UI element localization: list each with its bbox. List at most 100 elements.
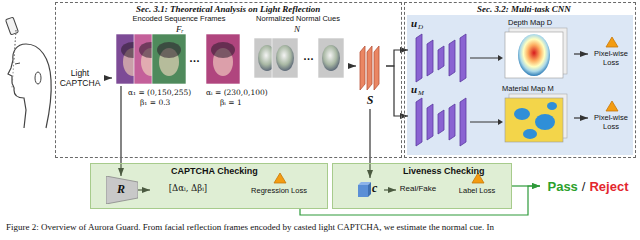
symbol-label: N <box>294 24 300 34</box>
node-text: Pixel-wise Loss <box>588 49 634 67</box>
loss-node: Label Loss <box>446 172 510 208</box>
node-text: Light CAPTCHA <box>58 68 102 88</box>
node-text: Real/Fake <box>396 184 440 193</box>
normal-map <box>318 38 344 78</box>
classifier-front <box>358 185 368 197</box>
material-branch: Material Map M <box>408 84 574 148</box>
connector <box>574 53 588 54</box>
node-text: [Δαᵢ, Δβᵢ] <box>150 183 226 193</box>
phone <box>6 17 19 35</box>
node-art <box>356 178 384 202</box>
connector <box>350 65 356 66</box>
network-slab <box>438 110 444 134</box>
loss-node: Pixel-wise Loss <box>588 100 636 140</box>
ellipsis: … <box>303 50 314 62</box>
depth-map <box>505 32 563 78</box>
normal-face <box>276 45 294 71</box>
node-text: Encoded Sequence Frames <box>112 14 246 23</box>
head-outline <box>8 44 51 128</box>
material-blob <box>547 102 557 110</box>
feature-slab <box>360 46 365 90</box>
parameter-label: β₁ = 0.3 <box>140 98 170 107</box>
hair <box>157 42 181 58</box>
output-line <box>470 122 498 123</box>
depth-branch: Depth Map D <box>408 18 574 82</box>
loss-triangle <box>472 173 484 183</box>
node-text: Depth Map D <box>508 18 552 27</box>
depth-face <box>518 34 550 76</box>
frame <box>206 34 240 84</box>
network-slab <box>416 98 422 146</box>
check-box: CAPTCHA CheckingR [Δαᵢ, Δβᵢ] Regression Lo… <box>90 163 328 209</box>
node-text: Label Loss <box>446 186 508 195</box>
network-slab <box>460 34 466 82</box>
output-head <box>498 119 503 125</box>
symbol-label: u <box>411 17 417 29</box>
parameter-label: βᵢ = 1 <box>220 98 242 107</box>
node-text: / <box>582 179 586 194</box>
node-text: Sec. 3.1: Theoretical Analysis on Light … <box>136 4 320 14</box>
input-label: Light CAPTCHA <box>58 64 104 92</box>
node-text: Normalized Normal Cues <box>248 14 348 23</box>
feature-slab <box>374 46 379 90</box>
network-slab <box>427 40 433 76</box>
output-head <box>498 55 503 61</box>
figure-caption: Figure 2: Overview of Aurora Guard. From… <box>6 222 494 232</box>
node-text: Reject <box>589 179 628 194</box>
node-text: Regression Loss <box>238 186 320 195</box>
loss-triangle <box>606 37 618 47</box>
symbol-label: u <box>411 83 417 95</box>
output-vector: [Δαᵢ, Δβᵢ] <box>150 182 228 198</box>
node-text: S <box>356 93 384 108</box>
material-blob <box>535 114 555 130</box>
frame <box>152 34 186 84</box>
normal-map <box>272 38 298 78</box>
section-region: Sec. 3.2: Multi-task CNN Depth Map D Mater… <box>404 2 636 158</box>
classifier-side <box>368 182 371 197</box>
classifier-block: c <box>356 178 384 202</box>
node-text: Pixel-wise Loss <box>588 113 634 131</box>
connector <box>104 77 112 78</box>
network-slab <box>449 104 455 140</box>
material-map <box>505 98 563 142</box>
section-region: Sec. 3.1: Theoretical Analysis on Light … <box>55 2 402 158</box>
decision-node: Pass /Reject <box>540 174 636 198</box>
loss-triangle <box>606 101 618 111</box>
loss-node: Regression Loss <box>238 172 322 208</box>
check-box: Liveness Checking c Real/Fake Label Loss <box>332 163 512 209</box>
hair <box>211 42 235 58</box>
connector <box>574 117 588 118</box>
node-text: R <box>106 182 136 197</box>
output-label: Real/Fake <box>396 182 442 198</box>
material-blob <box>514 108 530 120</box>
network-slab <box>438 46 444 70</box>
network-slab <box>460 98 466 146</box>
parameter-label: αᵢ = (230,0,100) <box>206 88 268 97</box>
eye <box>15 63 20 64</box>
node-text: Pass <box>547 179 577 194</box>
loss-node: Pixel-wise Loss <box>588 36 636 76</box>
material-blob <box>523 129 537 139</box>
node-text: Liveness Checking <box>403 166 485 176</box>
subscript-label: M <box>418 89 424 97</box>
node-text: CAPTCHA Checking <box>171 166 258 176</box>
regressor-block: R <box>106 176 138 204</box>
network-slab <box>449 40 455 76</box>
normal-face <box>322 45 340 71</box>
regressor-shape <box>106 176 138 204</box>
cnn-background <box>407 15 633 155</box>
node-text: Material Map M <box>502 84 554 93</box>
node-text: Sec. 3.2: Multi-task CNN <box>477 4 571 14</box>
subscript-label: D <box>418 23 423 31</box>
feature-slab <box>367 46 372 90</box>
loss-triangle <box>274 173 286 183</box>
output-line <box>470 58 498 59</box>
connector <box>512 185 540 186</box>
node-text: c <box>372 181 377 196</box>
parameter-label: α₁ = (0,150,255) <box>128 88 191 97</box>
ear <box>35 72 41 84</box>
network-slab <box>416 34 422 82</box>
